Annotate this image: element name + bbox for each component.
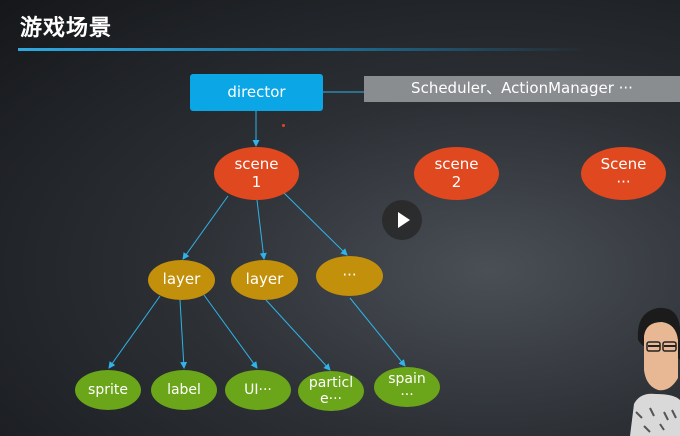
play-icon[interactable] (382, 200, 422, 240)
leaf-label: particl (308, 374, 354, 391)
edge-layer2-particle (265, 299, 331, 371)
edge-scene1-layer3 (283, 192, 348, 256)
leaf-label-continued: e··· (320, 391, 342, 407)
title-underline (18, 48, 588, 51)
edge-scene1-layer2 (256, 199, 267, 260)
edge-layer1-label (179, 299, 188, 369)
scene-node-label: Scene (600, 155, 647, 174)
layer-node-1: layer (148, 260, 215, 300)
leaf-node-ui: UI··· (225, 370, 291, 410)
leaf-label: UI··· (244, 381, 272, 398)
leaf-node-sprite: sprite (75, 370, 141, 410)
leaf-label: sprite (88, 381, 128, 398)
layer-node-more: ··· (316, 256, 383, 296)
director-node: director (190, 74, 323, 111)
scheduler-actionmanager-box: Scheduler、ActionManager ··· (364, 76, 680, 102)
edge-layer1-sprite (108, 295, 161, 369)
scene-node-label: scene (234, 155, 279, 174)
scene-node-more: Scene··· (581, 147, 666, 200)
edge-layer3-spain (349, 297, 406, 367)
edge-layer1-ui (203, 294, 258, 369)
presenter-video-thumbnail (630, 307, 680, 436)
layer-node-2: layer (231, 260, 298, 300)
leaf-label-continued: ··· (400, 387, 414, 403)
scene-node-label: scene (434, 155, 479, 174)
leaf-node-label: label (151, 370, 217, 410)
scene-node-number: ··· (616, 172, 631, 191)
leaf-node-spain: spain··· (374, 367, 440, 407)
slide-title: 游戏场景 (20, 16, 113, 41)
leaf-label: spain (388, 370, 426, 387)
leaf-label: label (167, 381, 201, 398)
marker-dot (282, 124, 285, 127)
edge-scene1-layer1 (182, 195, 229, 260)
scene-node-number: 1 (251, 172, 262, 191)
scene-node-number: 2 (451, 172, 462, 191)
